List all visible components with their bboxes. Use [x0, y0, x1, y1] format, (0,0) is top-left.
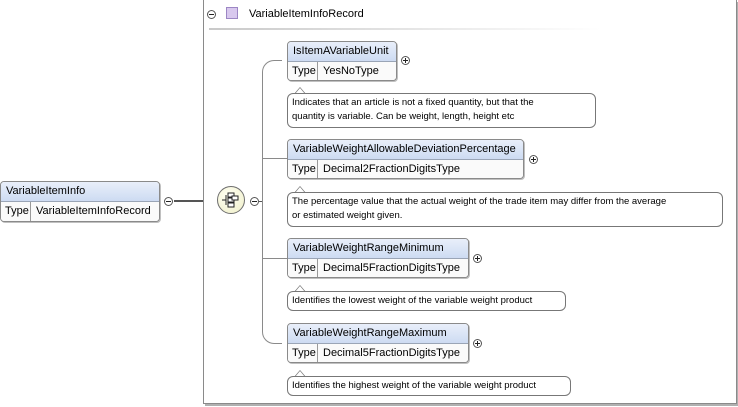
- root-collapse-icon[interactable]: [164, 197, 173, 206]
- root-element-name: VariableItemInfo: [1, 182, 159, 202]
- expand-icon[interactable]: [401, 56, 410, 65]
- element-type: Decimal5FractionDigitsType: [323, 262, 460, 274]
- title-divider: [209, 28, 601, 30]
- connector-line: [263, 258, 288, 259]
- connector-line: [259, 201, 263, 202]
- element-name: VariableWeightRangeMaximum: [288, 324, 468, 344]
- record-collapse-icon[interactable]: [207, 10, 216, 19]
- root-element-type: VariableItemInfoRecord: [36, 205, 151, 217]
- child-element[interactable]: IsItemAVariableUnit Type YesNoType: [287, 41, 397, 81]
- connector-line: [263, 158, 288, 159]
- expand-icon[interactable]: [473, 254, 482, 263]
- root-element[interactable]: VariableItemInfo Type VariableItemInfoRe…: [0, 181, 160, 222]
- root-element-type-row: Type VariableItemInfoRecord: [1, 202, 159, 221]
- annotation-pointer: [294, 87, 306, 94]
- element-name: VariableWeightAllowableDeviationPercenta…: [288, 140, 523, 160]
- complex-type-icon: [226, 7, 238, 19]
- type-label: Type: [288, 259, 318, 277]
- annotation-line: or estimated weight given.: [292, 210, 403, 221]
- annotation-line: quantity is variable. Can be weight, len…: [292, 111, 515, 122]
- element-type-row: Type YesNoType: [288, 62, 396, 80]
- sequence-collapse-icon[interactable]: [250, 197, 259, 206]
- annotation: Identifies the highest weight of the var…: [287, 376, 571, 396]
- type-label: Type: [288, 62, 318, 80]
- element-type-row: Type Decimal2FractionDigitsType: [288, 160, 523, 178]
- element-type: Decimal5FractionDigitsType: [323, 347, 460, 359]
- annotation-pointer: [294, 186, 306, 193]
- annotation-line: Indicates that an article is not a fixed…: [292, 97, 534, 108]
- annotation-line: Identifies the lowest weight of the vari…: [292, 295, 533, 306]
- children-bracket: [262, 60, 282, 344]
- element-type-row: Type Decimal5FractionDigitsType: [288, 259, 468, 277]
- annotation: Identifies the lowest weight of the vari…: [287, 291, 566, 311]
- element-name: IsItemAVariableUnit: [288, 42, 396, 62]
- child-element[interactable]: VariableWeightRangeMaximum Type Decimal5…: [287, 323, 469, 363]
- type-label: Type: [288, 160, 318, 178]
- annotation-line: Identifies the highest weight of the var…: [292, 380, 536, 391]
- annotation-line: The percentage value that the actual wei…: [292, 196, 667, 207]
- sequence-compositor-icon[interactable]: [217, 186, 245, 214]
- annotation-pointer: [294, 370, 306, 377]
- type-label: Type: [288, 344, 318, 362]
- element-type: Decimal2FractionDigitsType: [323, 163, 460, 175]
- child-element[interactable]: VariableWeightRangeMinimum Type Decimal5…: [287, 238, 469, 278]
- type-label: Type: [1, 202, 31, 221]
- annotation: Indicates that an article is not a fixed…: [287, 93, 596, 128]
- child-element[interactable]: VariableWeightAllowableDeviationPercenta…: [287, 139, 524, 179]
- annotation: The percentage value that the actual wei…: [287, 192, 723, 227]
- expand-icon[interactable]: [529, 155, 538, 164]
- connector-line: [174, 200, 218, 202]
- annotation-pointer: [294, 285, 306, 292]
- element-type: YesNoType: [323, 65, 379, 77]
- expand-icon[interactable]: [473, 339, 482, 348]
- record-title: VariableItemInfoRecord: [249, 8, 364, 20]
- element-name: VariableWeightRangeMinimum: [288, 239, 468, 259]
- element-type-row: Type Decimal5FractionDigitsType: [288, 344, 468, 362]
